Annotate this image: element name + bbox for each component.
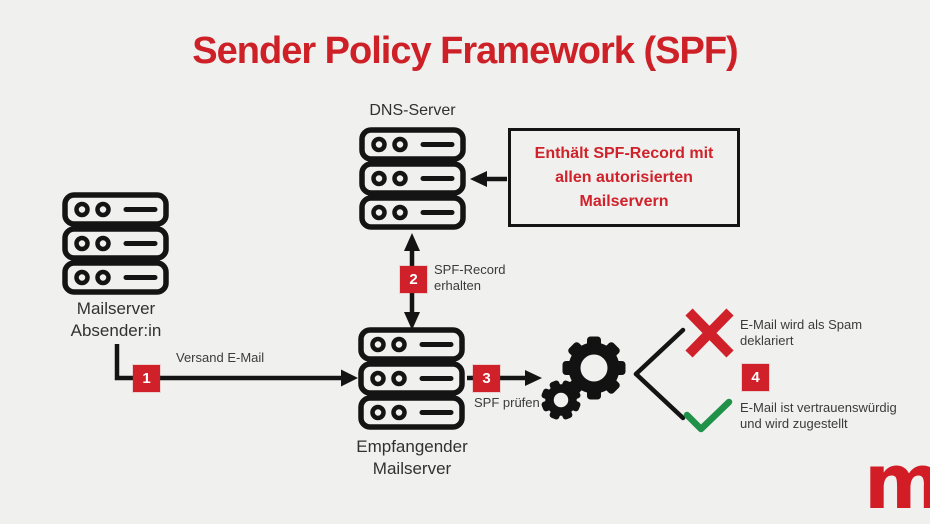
dns-server-label: DNS-Server bbox=[369, 102, 456, 119]
step-badge-4: 4 bbox=[742, 364, 769, 391]
check-icon bbox=[683, 398, 733, 433]
info-box-line: allen autorisierten bbox=[555, 168, 693, 186]
spf-record-info-box: Enthält SPF-Record mit allen autorisiert… bbox=[508, 128, 740, 227]
sender-label-line2: Absender:in bbox=[70, 321, 162, 340]
step-badge-3: 3 bbox=[473, 365, 500, 392]
sender-label-line1: Mailserver bbox=[76, 299, 156, 318]
outcome-spam-line1: E-Mail wird als Spam bbox=[740, 317, 863, 332]
receiving-mailserver-icon bbox=[358, 327, 465, 430]
outcome-trusted-line1: E-Mail ist vertrauenswürdig bbox=[740, 400, 897, 415]
outcome-spam-line2: deklariert bbox=[740, 333, 794, 348]
decision-fork bbox=[633, 327, 686, 421]
mittwald-m-logo: m bbox=[864, 437, 930, 524]
step-1-label: Versand E-Mail bbox=[176, 350, 265, 365]
step-2-label: SPF-Record erhalten bbox=[434, 262, 506, 294]
step-2-label-line1: SPF-Record bbox=[434, 262, 506, 277]
arrow-infobox-to-dns bbox=[470, 171, 507, 187]
receiver-label-line2: Mailserver bbox=[372, 459, 452, 478]
receiver-label-line1: Empfangender bbox=[356, 437, 468, 456]
outcome-trusted-text: E-Mail ist vertrauenswürdig und wird zug… bbox=[740, 400, 897, 432]
step-badge-1: 1 bbox=[133, 365, 160, 392]
cross-icon bbox=[685, 308, 734, 358]
info-box-line: Mailservern bbox=[579, 192, 669, 210]
gears-icon bbox=[541, 336, 626, 420]
receiving-mailserver-label: Empfangender Mailserver bbox=[327, 436, 497, 480]
outcome-trusted-line2: und wird zugestellt bbox=[740, 416, 848, 431]
info-box-line: Enthält SPF-Record mit bbox=[534, 144, 714, 162]
step-3-label: SPF prüfen bbox=[474, 395, 540, 410]
step-badge-2: 2 bbox=[400, 266, 427, 293]
sender-mailserver-icon bbox=[62, 192, 169, 295]
sender-mailserver-label: Mailserver Absender:in bbox=[30, 298, 202, 342]
step-2-label-line2: erhalten bbox=[434, 278, 481, 293]
outcome-spam-text: E-Mail wird als Spam deklariert bbox=[740, 317, 862, 349]
arrow-send-email bbox=[114, 344, 358, 387]
dns-server-icon bbox=[359, 127, 466, 230]
page-title: Sender Policy Framework (SPF) bbox=[192, 30, 738, 72]
